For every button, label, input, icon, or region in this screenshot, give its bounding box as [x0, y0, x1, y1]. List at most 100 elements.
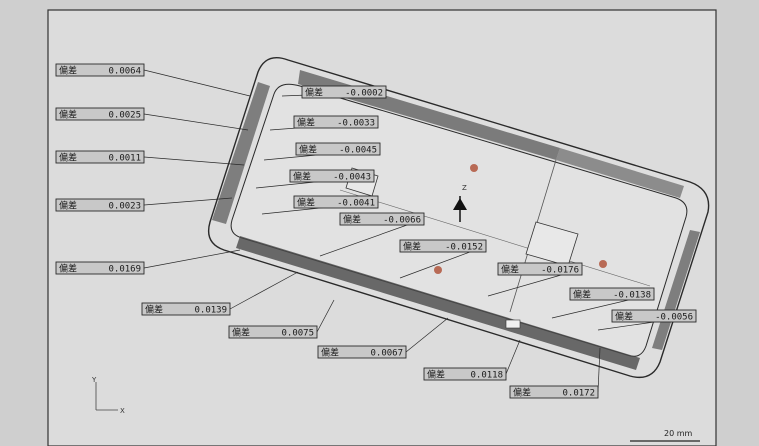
- deviation-callout: 偏差 -0.0002: [301, 85, 387, 99]
- marker-dot: [470, 164, 478, 172]
- z-axis-label: Z: [462, 184, 467, 192]
- marker-dot: [434, 266, 442, 274]
- triad-x-label: X: [120, 407, 125, 415]
- left-wall-shade: [212, 82, 270, 224]
- deviation-callout: 偏差 0.0169: [55, 261, 145, 275]
- callout-value: -0.0033: [337, 119, 375, 129]
- leader-line: [143, 156, 245, 166]
- callout-box: [55, 150, 145, 164]
- leader-line: [405, 317, 449, 353]
- leader-line: [597, 347, 601, 393]
- callout-box: [55, 198, 145, 212]
- coordinate-triad-icon: Y X: [91, 376, 125, 415]
- deviation-callout: 偏差 -0.0138: [569, 287, 655, 301]
- leader-line: [143, 197, 233, 206]
- deviation-callout: 偏差 -0.0043: [289, 169, 375, 183]
- deviation-callout: 偏差 0.0067: [317, 345, 407, 359]
- callout-box: [399, 239, 487, 253]
- leader-line: [143, 113, 249, 131]
- callout-box: [423, 367, 507, 381]
- callout-prefix: 偏差: [293, 171, 311, 183]
- callout-value: 0.0172: [562, 389, 595, 399]
- callout-prefix: 偏差: [59, 263, 77, 275]
- deviation-callout: 偏差 0.0011: [55, 150, 145, 164]
- callout-prefix: 偏差: [297, 117, 315, 129]
- callout-value: -0.0176: [541, 266, 579, 276]
- bottom-wall-shade: [236, 236, 640, 370]
- callout-box: [295, 142, 381, 156]
- callout-prefix: 偏差: [427, 369, 445, 381]
- callout-value: -0.0043: [333, 173, 371, 183]
- callout-value: 0.0064: [108, 67, 141, 77]
- callout-value: 0.0075: [281, 329, 314, 339]
- scale-bar: 20 mm: [630, 429, 700, 442]
- deviation-callout: 偏差 -0.0033: [293, 115, 379, 129]
- origin-pin-icon: Z: [453, 184, 467, 222]
- deviation-callout: 偏差 -0.0176: [497, 262, 583, 276]
- deviation-callout: 偏差 -0.0045: [295, 142, 381, 156]
- scale-bar-label: 20 mm: [664, 429, 693, 438]
- callout-box: [55, 107, 145, 121]
- callout-box: [141, 302, 231, 316]
- callout-prefix: 偏差: [232, 327, 250, 339]
- callout-value: -0.0066: [383, 216, 421, 226]
- deviation-callout: 偏差 -0.0152: [399, 239, 487, 253]
- callout-prefix: 偏差: [321, 347, 339, 359]
- callout-prefix: 偏差: [615, 311, 633, 323]
- callout-box: [339, 212, 425, 226]
- callout-value: 0.0118: [470, 371, 503, 381]
- callout-box: [289, 169, 375, 183]
- callout-prefix: 偏差: [59, 200, 77, 212]
- marker-dot: [599, 260, 607, 268]
- deviation-callout: 偏差 0.0075: [228, 325, 318, 339]
- callout-box: [228, 325, 318, 339]
- callout-box: [509, 385, 599, 399]
- callout-prefix: 偏差: [299, 144, 317, 156]
- leader-line: [316, 299, 335, 333]
- callout-prefix: 偏差: [513, 387, 531, 399]
- deviation-callout: 偏差 -0.0066: [339, 212, 425, 226]
- callout-value: 0.0025: [108, 111, 141, 121]
- callout-value: 0.0067: [370, 349, 403, 359]
- deviation-callout: 偏差 0.0025: [55, 107, 145, 121]
- callout-prefix: 偏差: [145, 304, 163, 316]
- callout-value: -0.0056: [655, 313, 693, 323]
- deviation-callout: 偏差 -0.0041: [293, 195, 379, 209]
- callout-box: [55, 261, 145, 275]
- center-line: [339, 189, 651, 287]
- callout-value: 0.0023: [108, 202, 141, 212]
- callout-prefix: 偏差: [59, 109, 77, 121]
- callout-prefix: 偏差: [59, 152, 77, 164]
- callout-value: -0.0152: [445, 243, 483, 253]
- callout-value: -0.0041: [337, 199, 375, 209]
- feature-tab: [505, 319, 521, 329]
- callout-box: [317, 345, 407, 359]
- callout-value: 0.0169: [108, 265, 141, 275]
- callout-box: [497, 262, 583, 276]
- callout-box: [611, 309, 697, 323]
- callout-box: [569, 287, 655, 301]
- callout-value: 0.0011: [108, 154, 141, 164]
- leader-line: [143, 249, 241, 269]
- callout-prefix: 偏差: [305, 87, 323, 99]
- deviation-callout: 偏差 0.0118: [423, 367, 507, 381]
- deviation-callout: 偏差 0.0172: [509, 385, 599, 399]
- callout-value: -0.0138: [613, 291, 651, 301]
- deviation-callout: 偏差 0.0139: [141, 302, 231, 316]
- callout-box: [293, 195, 379, 209]
- leader-line: [505, 339, 521, 375]
- callout-prefix: 偏差: [297, 197, 315, 209]
- callout-value: -0.0002: [345, 89, 383, 99]
- leader-line: [229, 271, 299, 310]
- callout-value: 0.0139: [194, 306, 227, 316]
- callout-prefix: 偏差: [403, 241, 421, 253]
- callout-prefix: 偏差: [343, 214, 361, 226]
- leader-line: [143, 69, 251, 97]
- callout-prefix: 偏差: [573, 289, 591, 301]
- callout-prefix: 偏差: [501, 264, 519, 276]
- callout-value: -0.0045: [339, 146, 377, 156]
- triad-y-label: Y: [91, 376, 97, 384]
